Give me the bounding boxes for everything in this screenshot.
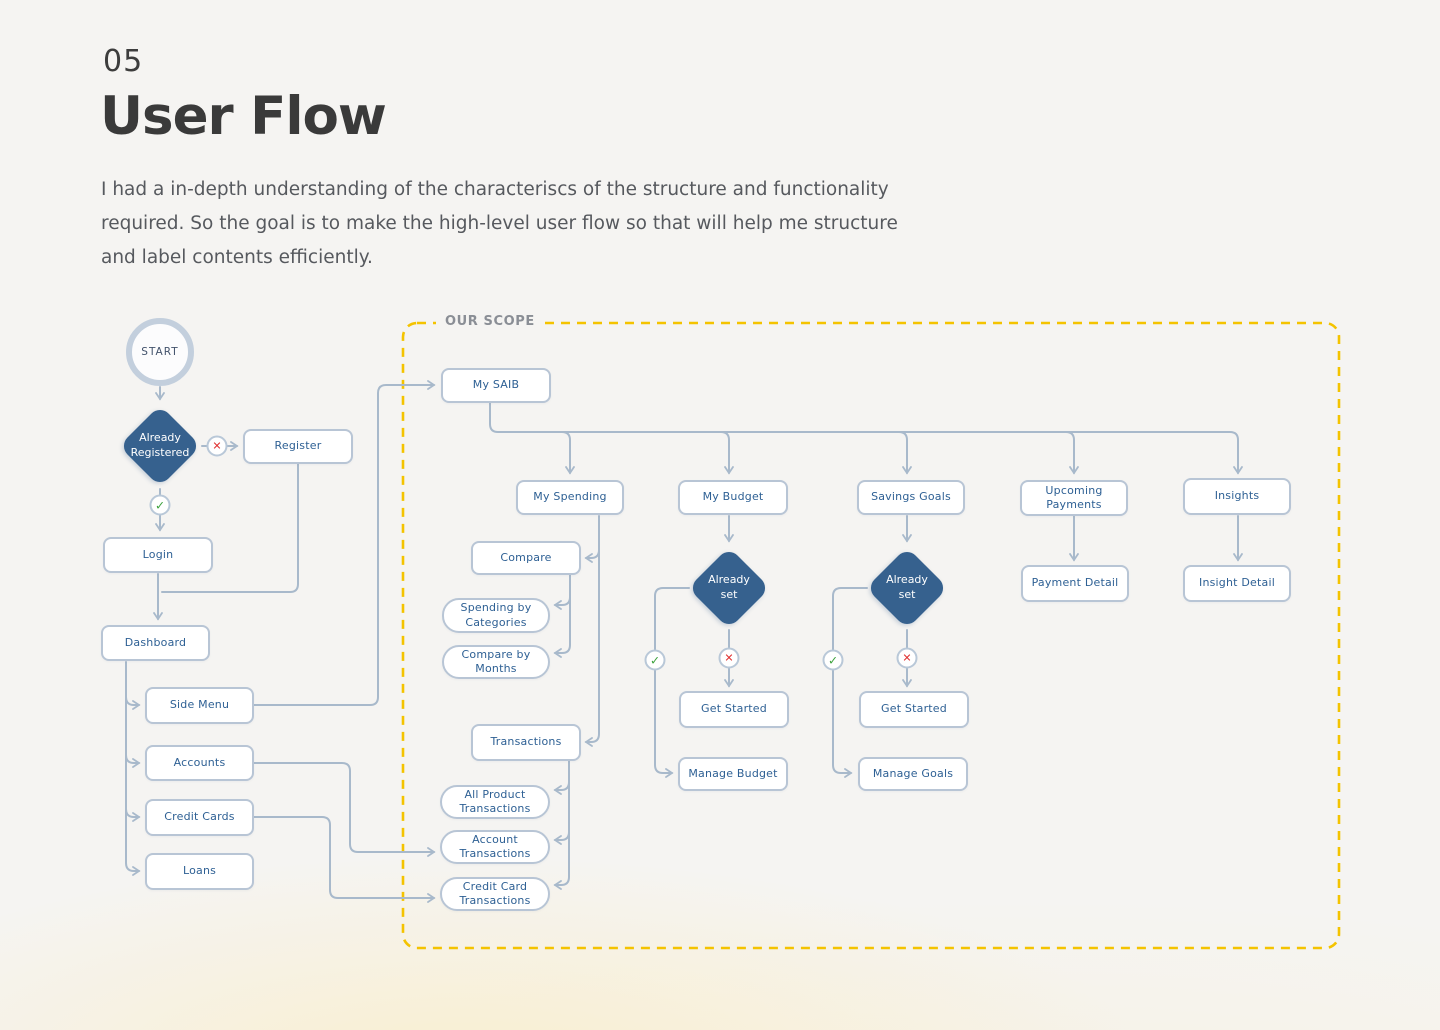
- x-icon: ✕: [902, 651, 912, 665]
- node-side-menu: Side Menu: [145, 687, 254, 724]
- accept-badge: ✓: [644, 649, 666, 671]
- node-login: Login: [103, 537, 213, 573]
- reject-badge: ✕: [206, 435, 228, 457]
- check-icon: ✓: [649, 653, 661, 667]
- node-my-budget: My Budget: [678, 480, 788, 515]
- x-icon: ✕: [212, 439, 222, 453]
- node-transactions: Transactions: [471, 724, 581, 761]
- node-credit-cards: Credit Cards: [145, 799, 254, 836]
- node-spending-by-categories: Spending by Categories: [442, 598, 550, 633]
- reject-badge: ✕: [896, 647, 918, 669]
- scope-label: OUR SCOPE: [436, 314, 544, 329]
- node-credit-card-transactions: Credit Card Transactions: [440, 877, 550, 911]
- page-title: User Flow: [100, 86, 387, 147]
- page-description: I had a in-depth understanding of the ch…: [101, 179, 898, 268]
- accept-badge: ✓: [822, 649, 844, 671]
- check-icon: ✓: [827, 653, 839, 667]
- node-get-started-budget: Get Started: [679, 691, 789, 728]
- node-start-label: START: [141, 346, 179, 358]
- node-account-transactions: Account Transactions: [440, 830, 550, 864]
- accept-badge: ✓: [149, 494, 171, 516]
- node-manage-goals: Manage Goals: [858, 757, 968, 791]
- x-icon: ✕: [724, 651, 734, 665]
- node-already-registered-label: Already Registered: [130, 431, 190, 459]
- node-already-set-budget-label: Already set: [708, 573, 750, 601]
- node-savings-goals: Savings Goals: [857, 480, 965, 515]
- node-my-saib: My SAIB: [441, 368, 551, 403]
- reject-badge: ✕: [718, 647, 740, 669]
- node-compare-by-months: Compare by Months: [442, 645, 550, 679]
- node-accounts: Accounts: [145, 745, 254, 781]
- node-my-spending: My Spending: [516, 480, 624, 515]
- node-already-set-goals-label: Already set: [886, 573, 928, 601]
- check-icon: ✓: [154, 498, 166, 512]
- node-insight-detail: Insight Detail: [1183, 565, 1291, 602]
- node-get-started-goals: Get Started: [859, 691, 969, 728]
- node-upcoming-payments: Upcoming Payments: [1020, 480, 1128, 516]
- node-payment-detail: Payment Detail: [1021, 565, 1129, 602]
- node-compare: Compare: [471, 541, 581, 575]
- section-number: 05: [103, 44, 144, 79]
- node-insights: Insights: [1183, 478, 1291, 515]
- node-dashboard: Dashboard: [101, 625, 210, 661]
- node-start: START: [126, 318, 194, 386]
- node-manage-budget: Manage Budget: [678, 757, 788, 791]
- node-register: Register: [243, 429, 353, 464]
- node-loans: Loans: [145, 853, 254, 890]
- node-all-product-transactions: All Product Transactions: [440, 785, 550, 819]
